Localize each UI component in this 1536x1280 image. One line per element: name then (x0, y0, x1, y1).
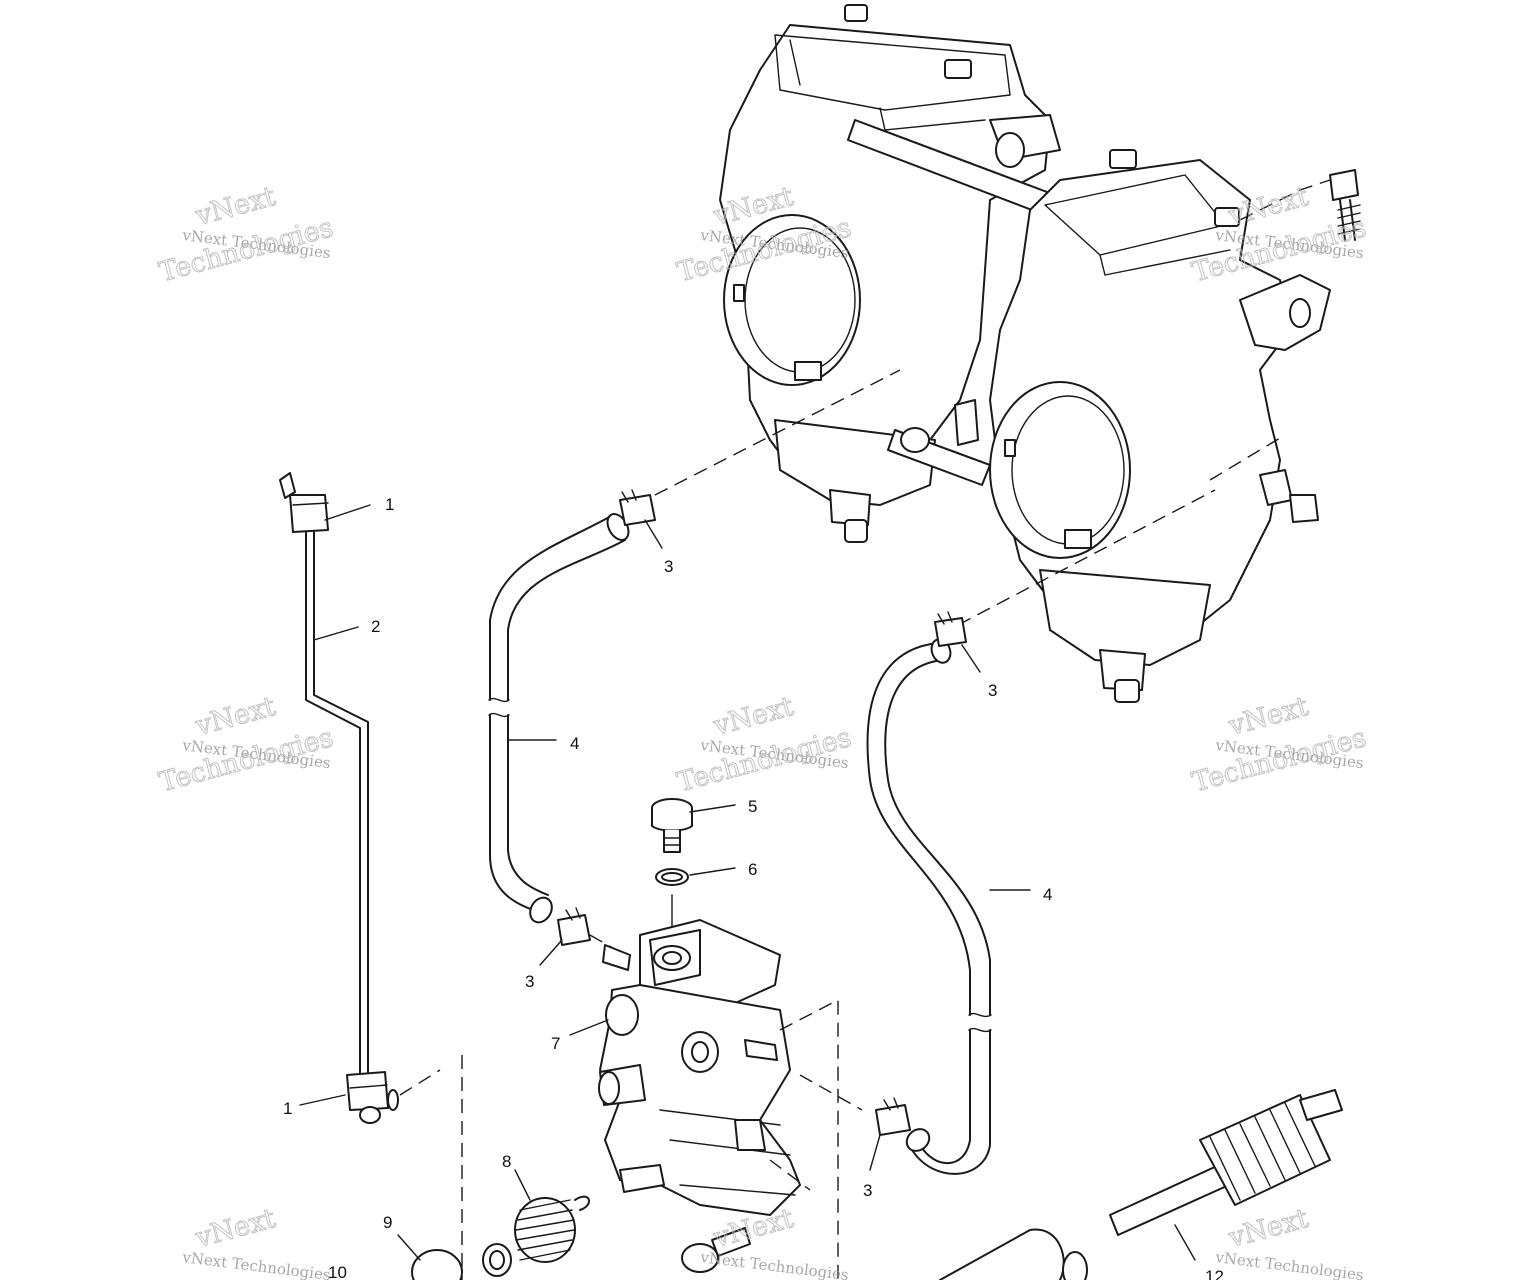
callout-9: 9 (383, 1213, 392, 1232)
callout-3-top-left: 3 (664, 557, 673, 576)
carburetor-assembly (719, 4, 1361, 703)
banjo-bolt (651, 798, 693, 853)
return-spring (514, 1195, 590, 1263)
svg-text:vNext: vNext (192, 181, 279, 232)
callout-1-top: 1 (385, 495, 394, 514)
callout-1-bottom: 1 (283, 1099, 292, 1118)
pump-cap (411, 1249, 463, 1280)
pump-dashed-outline (461, 998, 863, 1280)
callout-labels: 1 2 3 3 4 4 5 6 3 7 1 8 3 9 10 12 (283, 495, 1224, 1280)
leader-lines (299, 504, 1196, 1261)
snap-ring (482, 1243, 512, 1277)
callout-3-top-right: 3 (988, 681, 997, 700)
fuel-hose-right (866, 638, 992, 1175)
callout-2: 2 (371, 617, 380, 636)
cable-clip-top (279, 472, 329, 533)
callout-4-left: 4 (570, 734, 579, 753)
hose-clamp-pump-right (875, 1097, 911, 1136)
svg-text:vNext: vNext (1225, 181, 1312, 232)
callout-3-pump-left: 3 (525, 972, 534, 991)
bushing (939, 1228, 1088, 1280)
hose-clamp-top-right (934, 611, 967, 647)
callout-8: 8 (502, 1152, 511, 1171)
svg-text:vNext: vNext (192, 691, 279, 742)
callout-4-right: 4 (1043, 885, 1052, 904)
hose-clamp-top-left (619, 489, 656, 526)
sealing-washer (655, 868, 689, 886)
callout-7: 7 (551, 1034, 560, 1053)
pump-bolt-bottom (681, 1227, 751, 1273)
cable-tube (305, 531, 361, 1079)
svg-text:vNext: vNext (710, 691, 797, 742)
callout-12: 12 (1205, 1267, 1224, 1280)
cable-tube-assembly (279, 472, 441, 1124)
routing-lines-top (654, 179, 1331, 626)
cable-clip-bottom (346, 1071, 399, 1124)
callout-10: 10 (328, 1263, 347, 1280)
callout-6: 6 (748, 860, 757, 879)
drive-gear-shaft (1109, 1089, 1343, 1236)
fuel-pump (598, 919, 801, 1216)
fuel-hose-left (488, 513, 630, 924)
svg-text:vNext: vNext (1225, 1203, 1312, 1254)
svg-text:vNext: vNext (192, 1203, 279, 1254)
callout-3-pump-right: 3 (863, 1181, 872, 1200)
callout-5: 5 (748, 797, 757, 816)
svg-text:vNext: vNext (1225, 691, 1312, 742)
